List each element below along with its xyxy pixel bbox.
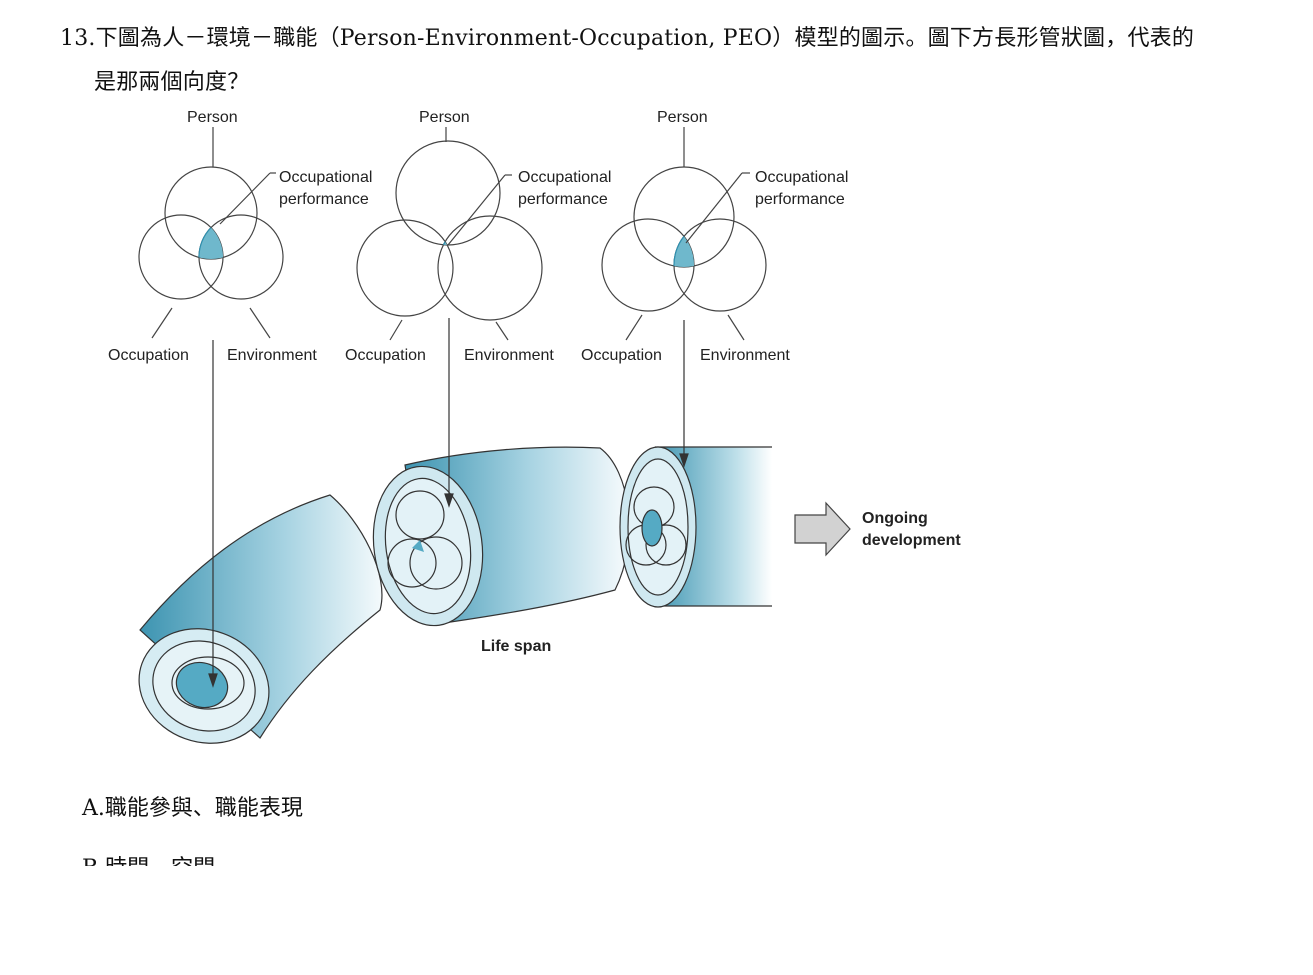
label-occ-perf-1a: Occupational: [279, 169, 372, 186]
label-occ-perf-3a: Occupational: [755, 169, 848, 186]
label-ongoing: Ongoing: [862, 510, 928, 527]
question-line-2: 是那兩個向度？: [94, 70, 250, 95]
label-occ-perf-2a: Occupational: [518, 169, 611, 186]
connector-arrows: [208, 318, 689, 688]
label-environment-3: Environment: [700, 347, 790, 364]
question-line-1: 13.下圖為人－環境－職能（Person-Environment-Occupat…: [60, 26, 1195, 51]
label-environment-1: Environment: [227, 347, 317, 364]
label-occupation-2: Occupation: [345, 347, 426, 364]
label-occ-perf-1b: performance: [279, 191, 369, 208]
venn-diagram-3: [601, 127, 767, 341]
label-occupation-1: Occupation: [108, 347, 189, 364]
ongoing-arrow: [794, 501, 851, 557]
label-person-2: Person: [419, 109, 470, 126]
venn-diagram-2: [356, 127, 543, 341]
option-b-clip: B.時間、空間: [0, 840, 1313, 866]
tube-segment-1: [138, 494, 383, 744]
label-life-span: Life span: [481, 638, 551, 655]
label-person-3: Person: [657, 109, 708, 126]
tube-segment-2: [372, 446, 630, 627]
option-b[interactable]: B.時間、空間: [82, 850, 215, 866]
label-occ-perf-2b: performance: [518, 191, 608, 208]
label-environment-2: Environment: [464, 347, 554, 364]
label-occ-perf-3b: performance: [755, 191, 845, 208]
option-a[interactable]: A.職能參與、職能表現: [82, 796, 303, 821]
tube-segment-3: [619, 446, 772, 608]
label-occupation-3: Occupation: [581, 347, 662, 364]
label-person-1: Person: [187, 109, 238, 126]
label-development: development: [862, 532, 961, 549]
venn-diagram-1: [138, 127, 284, 339]
